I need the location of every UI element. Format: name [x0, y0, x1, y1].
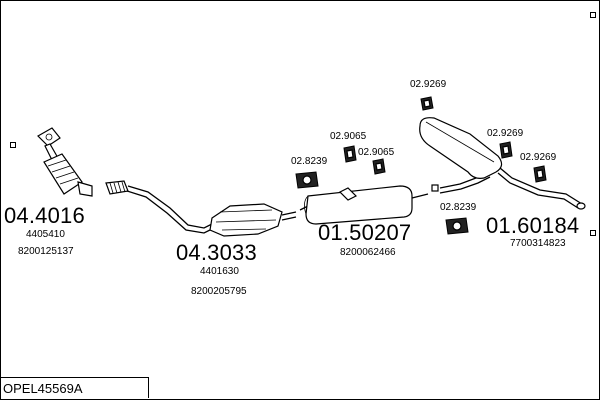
rubber-ring-icon — [295, 171, 319, 189]
flex-pipe-icon — [105, 180, 129, 195]
part-ref: 4405410 — [26, 229, 65, 240]
small-joint-icon — [431, 184, 439, 192]
marker — [590, 12, 596, 18]
accessory-code: 02.9065 — [358, 147, 395, 158]
accessory-code: 02.9269 — [520, 152, 557, 163]
marker — [10, 142, 16, 148]
part-code: 04.3033 — [176, 240, 257, 265]
part-ref: 7700314823 — [510, 238, 566, 249]
hanger-icon — [420, 96, 434, 111]
clamp-icon — [372, 158, 386, 175]
hanger-icon — [533, 165, 547, 183]
diagram-title-box: OPEL45569A — [0, 377, 149, 398]
marker — [590, 230, 596, 236]
rear-silencer-icon — [419, 117, 586, 210]
accessory-code: 02.8239 — [291, 156, 328, 167]
accessory-code: 02.9065 — [330, 131, 367, 142]
part-ref: 8200205795 — [191, 286, 247, 297]
part-ref: 4401630 — [200, 266, 239, 277]
part-ref: 8200125137 — [18, 246, 74, 257]
part-code: 01.60184 — [486, 213, 580, 238]
part-code: 01.50207 — [318, 220, 412, 245]
part-code: 04.4016 — [4, 203, 85, 228]
rubber-ring-icon — [445, 217, 469, 235]
hanger-icon — [499, 141, 513, 159]
front-catalyst-icon — [37, 127, 93, 197]
accessory-code: 02.9269 — [410, 79, 447, 90]
clamp-icon — [343, 145, 357, 163]
accessory-code: 02.9269 — [487, 128, 524, 139]
intermediate-catalyst-icon — [126, 185, 297, 237]
part-ref: 8200062466 — [340, 247, 396, 258]
diagram-title: OPEL45569A — [3, 381, 83, 396]
centre-silencer-icon — [299, 185, 429, 225]
accessory-code: 02.8239 — [440, 202, 477, 213]
